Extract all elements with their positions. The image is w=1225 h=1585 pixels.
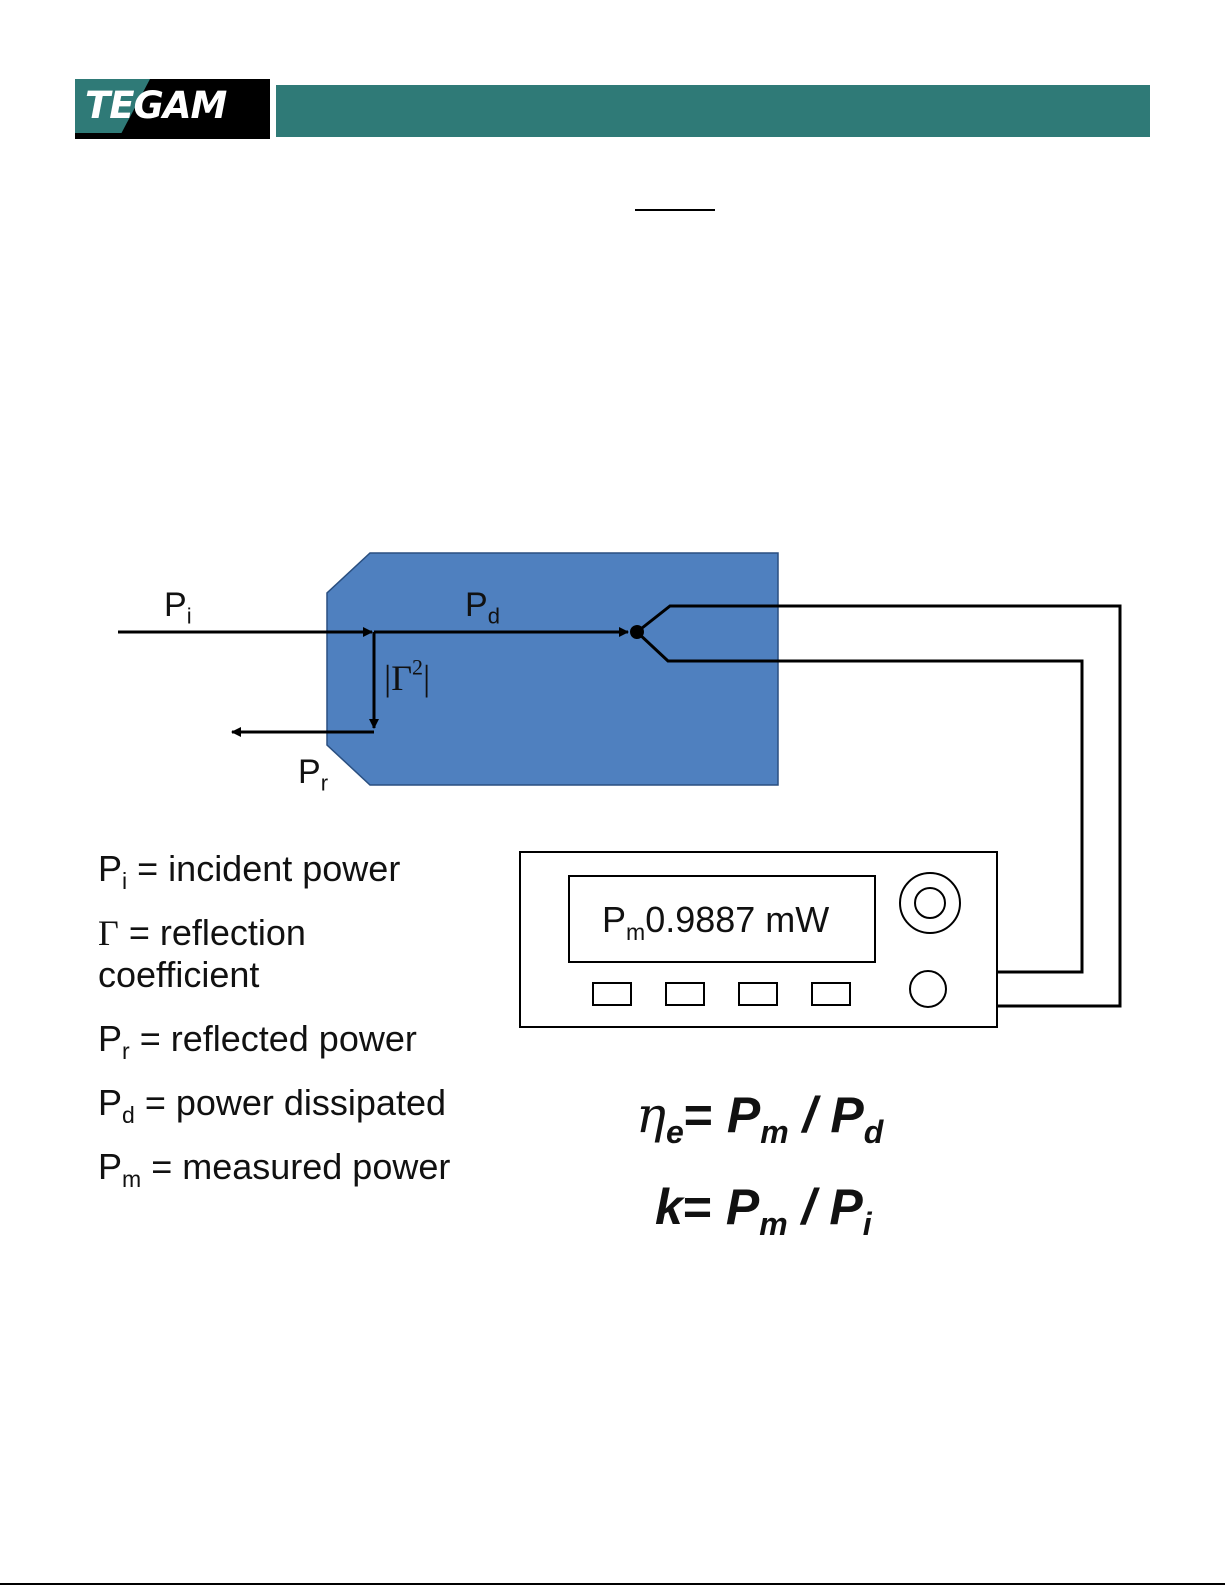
label-pd: Pd (465, 588, 500, 622)
meter-button-2 (666, 983, 704, 1005)
meter-button-3 (739, 983, 777, 1005)
legend-item-gamma: Γ = reflection coefficient (98, 912, 428, 996)
legend-item-pd: Pd = power dissipated (98, 1082, 518, 1124)
meter-input-connector (910, 971, 946, 1007)
meter-button-1 (593, 983, 631, 1005)
label-pr: Pr (298, 755, 328, 789)
meter-button-4 (812, 983, 850, 1005)
legend-item-pi: Pi = incident power (98, 848, 518, 890)
efficiency-formula: ηe= Pm / Pd (636, 1090, 883, 1140)
legend-item-pr: Pr = reflected power (98, 1018, 518, 1060)
legend-item-pm: Pm = measured power (98, 1146, 518, 1188)
meter-display-reading: Pm0.9887 mW (602, 902, 829, 938)
symbol-legend: Pi = incident power Γ = reflection coeff… (98, 848, 518, 1210)
label-pi: Pi (164, 588, 192, 622)
label-gamma-squared: |Γ2| (384, 660, 430, 696)
cal-factor-formula: k= Pm / Pi (655, 1182, 872, 1232)
meter-knob-inner (915, 888, 945, 918)
